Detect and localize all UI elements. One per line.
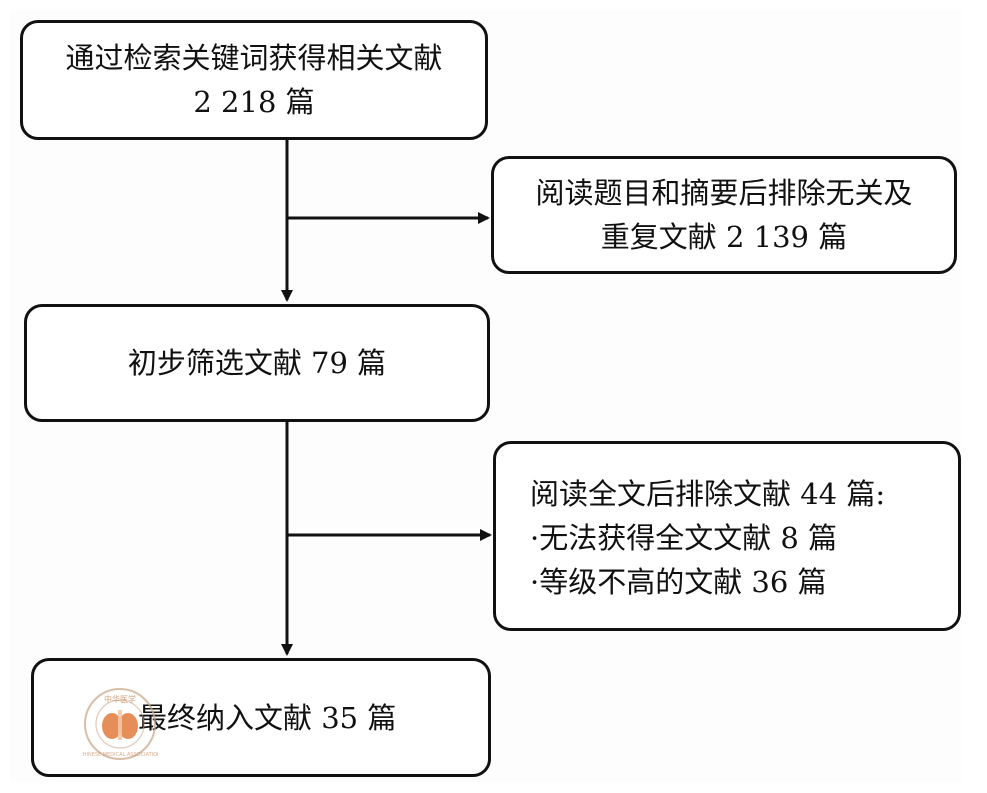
association-seal-icon: 中华医学 CHINESE MEDICAL ASSOCIATION [82, 688, 158, 760]
excluded-after-screening-count: 重复文献 2 139 篇 [600, 220, 848, 254]
preliminary-screening-box: 初步筛选文献 79 篇 [24, 304, 490, 422]
svg-text:中华医学: 中华医学 [104, 694, 136, 704]
full-text-exclusion-box: 阅读全文后排除文献 44 篇: ·无法获得全文文献 8 篇 ·等级不高的文献 3… [493, 441, 961, 631]
excluded-after-screening-label: 阅读题目和摘要后排除无关及 [535, 176, 913, 210]
identified-records-box: 通过检索关键词获得相关文献 2 218 篇 [20, 20, 488, 140]
full-text-exclusion-label: 阅读全文后排除文献 44 篇: [530, 477, 886, 511]
preliminary-screening-label: 初步筛选文献 79 篇 [127, 346, 387, 380]
final-included-box: 最终纳入文献 35 篇 [31, 658, 491, 777]
exclusion-reason-unavailable: ·无法获得全文文献 8 篇 [530, 521, 838, 555]
svg-text:CHINESE MEDICAL ASSOCIATION: CHINESE MEDICAL ASSOCIATION [82, 752, 158, 758]
exclusion-reason-low-grade: ·等级不高的文献 36 篇 [530, 565, 827, 599]
identified-records-label: 通过检索关键词获得相关文献 [65, 41, 443, 75]
excluded-after-screening-box: 阅读题目和摘要后排除无关及 重复文献 2 139 篇 [491, 156, 957, 274]
identified-records-count: 2 218 篇 [193, 85, 315, 119]
final-included-label: 最终纳入文献 35 篇 [138, 700, 397, 735]
